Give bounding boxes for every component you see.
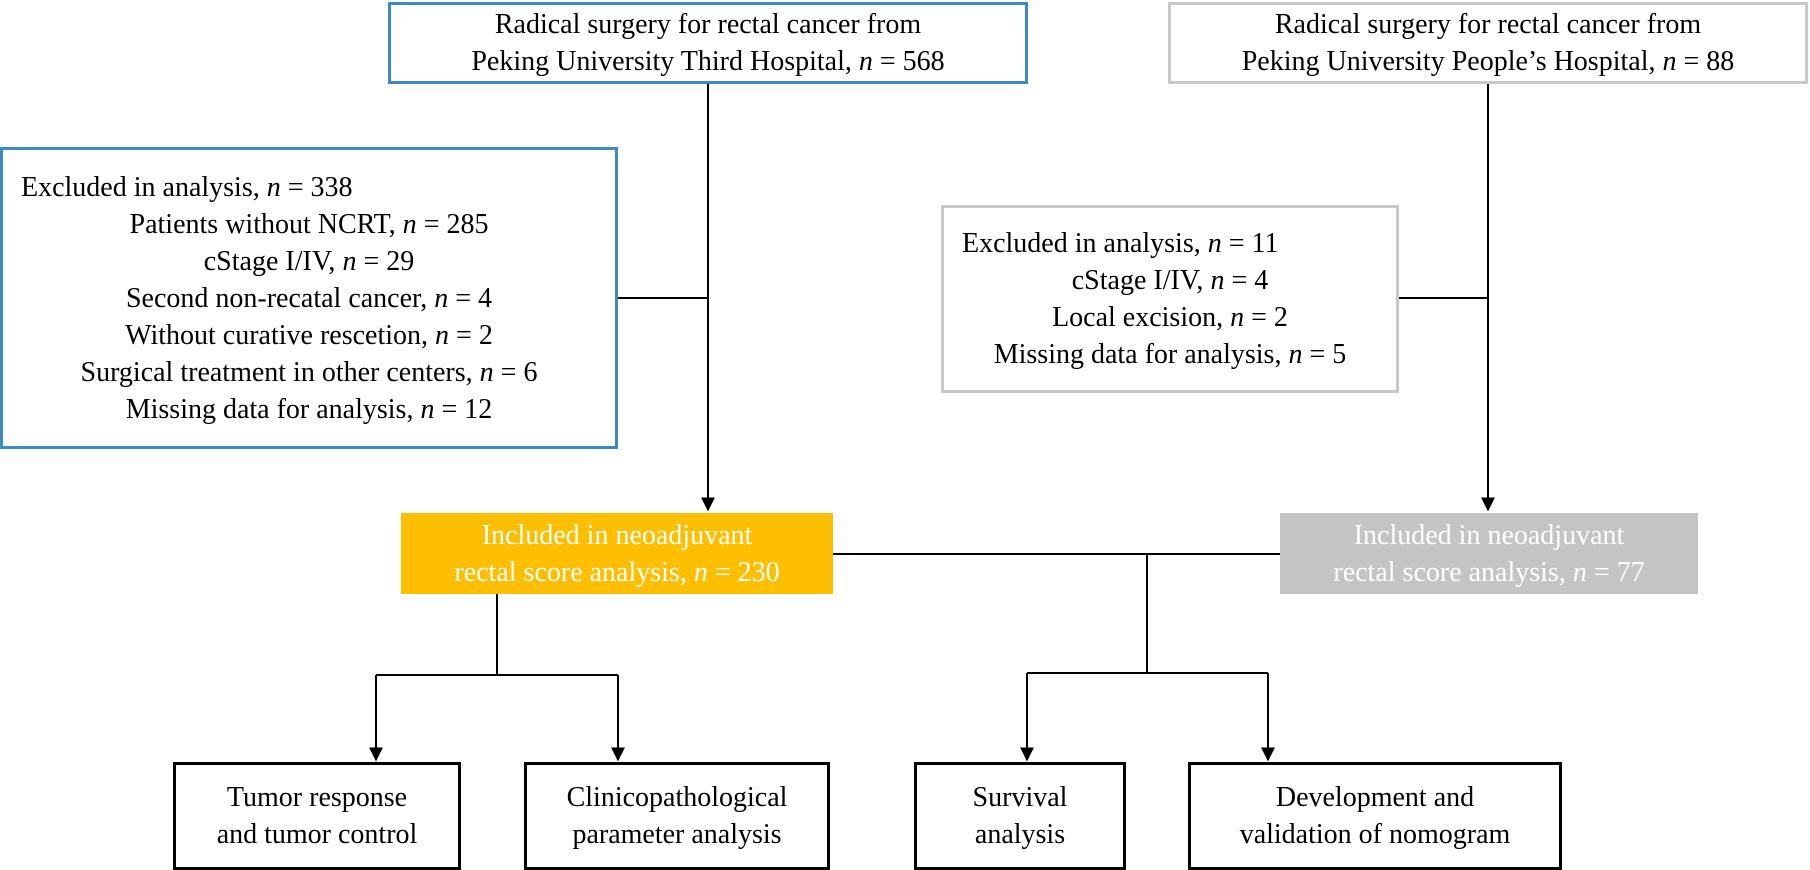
outcome-line2: parameter analysis xyxy=(572,819,782,850)
included-line2: rectal score analysis, n = 77 xyxy=(1333,556,1645,588)
exclusion-item: cStage I/IV, n = 4 xyxy=(1071,265,1269,296)
included-line1: Included in neoadjuvant xyxy=(1353,519,1625,551)
exclusion-item: Without curative rescetion, n = 2 xyxy=(125,319,493,351)
exclusion-item: cStage I/IV, n = 29 xyxy=(203,245,415,277)
outcome-line1: Survival xyxy=(972,782,1068,813)
source-box-peoples-hospital: Radical surgery for rectal cancer from P… xyxy=(1168,2,1808,84)
outcome-line2: analysis xyxy=(974,819,1066,850)
outcome-line1: Tumor response xyxy=(226,782,408,813)
exclusion-item: Missing data for analysis, n = 12 xyxy=(125,393,493,425)
source-line2: Peking University People’s Hospital, n =… xyxy=(1241,46,1735,77)
exclusion-item: Surgical treatment in other centers, n =… xyxy=(80,356,538,388)
exclusion-header: Excluded in analysis, n = 338 xyxy=(21,171,353,203)
included-line2: rectal score analysis, n = 230 xyxy=(454,556,780,588)
outcome-line2: validation of nomogram xyxy=(1239,819,1511,850)
outcome-box-clinicopathological: Clinicopathological parameter analysis xyxy=(524,762,830,870)
source-line2: Peking University Third Hospital, n = 56… xyxy=(471,46,945,77)
included-line1: Included in neoadjuvant xyxy=(481,519,753,551)
outcome-box-survival: Survival analysis xyxy=(914,762,1126,870)
source-box-third-hospital: Radical surgery for rectal cancer from P… xyxy=(388,2,1028,84)
exclusion-item: Missing data for analysis, n = 5 xyxy=(993,339,1347,370)
outcome-line2: and tumor control xyxy=(216,819,418,850)
exclusion-item: Second non-recatal cancer, n = 4 xyxy=(125,282,493,314)
outcome-box-nomogram: Development and validation of nomogram xyxy=(1188,762,1562,870)
exclusion-item: Patients without NCRT, n = 285 xyxy=(129,208,489,240)
exclusion-item: Local excision, n = 2 xyxy=(1052,302,1288,333)
source-line1: Radical surgery for rectal cancer from xyxy=(494,9,922,40)
exclusion-box-right: Excluded in analysis, n = 11 cStage I/IV… xyxy=(941,205,1399,393)
included-box-left: Included in neoadjuvant rectal score ana… xyxy=(401,513,833,594)
exclusion-box-left: Excluded in analysis, n = 338 Patients w… xyxy=(0,147,618,449)
source-line1: Radical surgery for rectal cancer from xyxy=(1274,9,1702,40)
included-box-right: Included in neoadjuvant rectal score ana… xyxy=(1280,513,1698,594)
exclusion-header: Excluded in analysis, n = 11 xyxy=(962,228,1279,259)
outcome-line1: Clinicopathological xyxy=(566,782,788,813)
outcome-line1: Development and xyxy=(1275,782,1475,813)
outcome-box-tumor-response: Tumor response and tumor control xyxy=(173,762,461,870)
